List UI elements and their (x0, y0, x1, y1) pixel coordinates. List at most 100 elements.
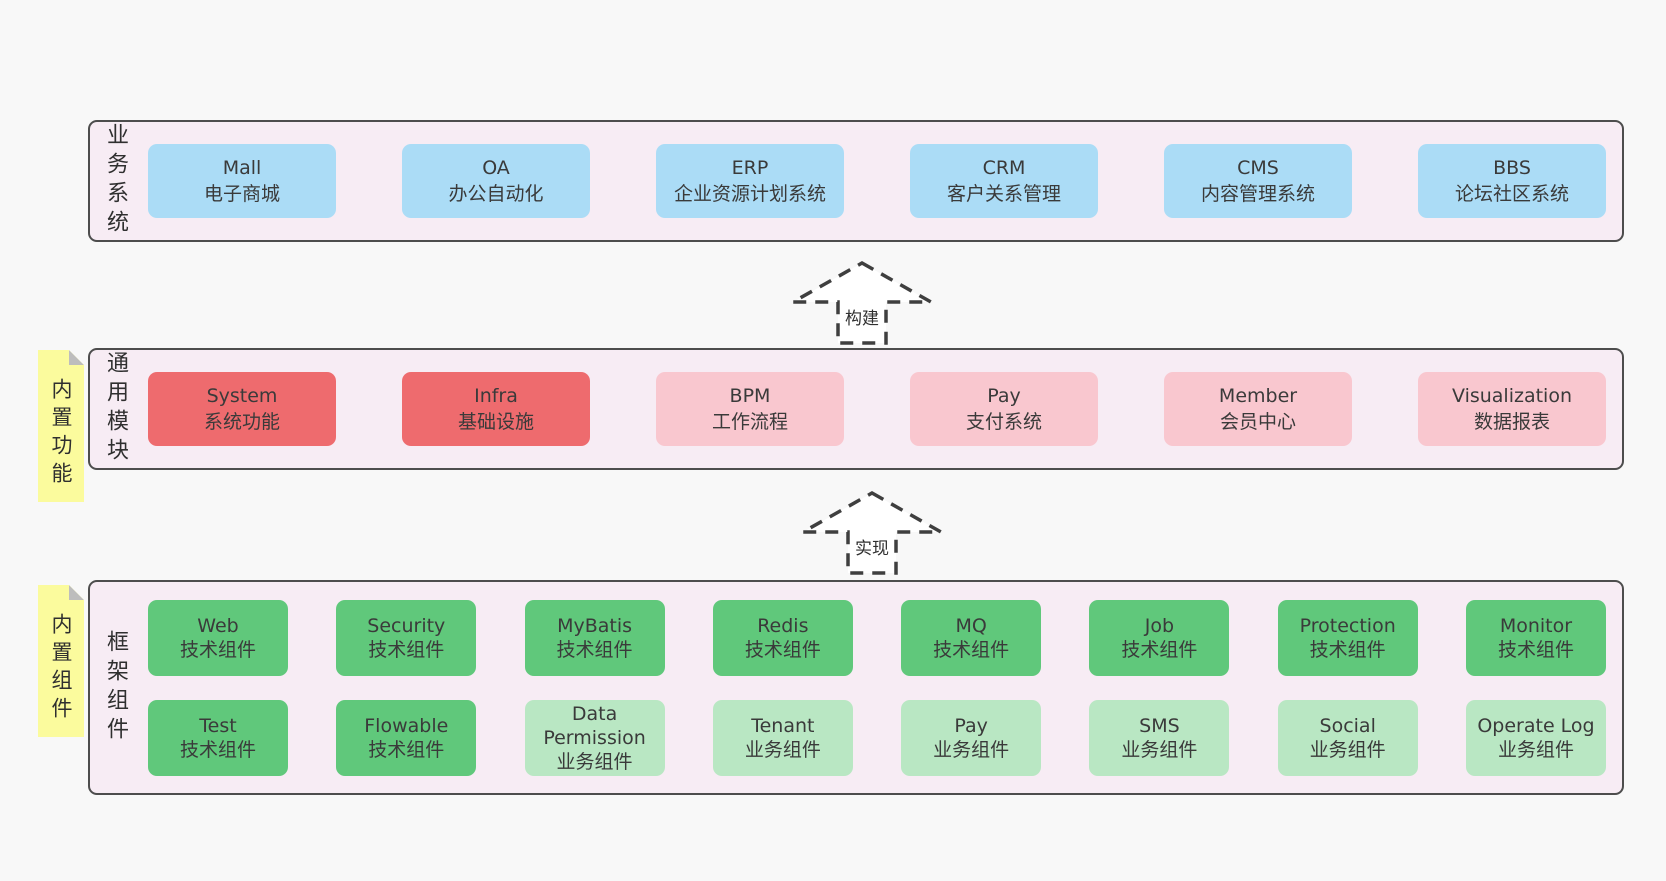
component-title: OA (482, 157, 510, 179)
component-box: ERP 企业资源计划系统 (656, 144, 844, 218)
component-title: Test (199, 714, 237, 737)
folded-corner-icon (69, 585, 84, 600)
component-title: Data Permission (543, 702, 646, 749)
band-label: 通用模块 (103, 351, 128, 467)
component-subtitle: 业务组件 (933, 738, 1010, 761)
component-subtitle: 技术组件 (1121, 638, 1198, 661)
component-subtitle: 技术组件 (1309, 638, 1386, 661)
component-subtitle: 业务组件 (744, 738, 821, 761)
component-title: Protection (1299, 614, 1396, 637)
component-title: Mall (222, 157, 262, 179)
sticky-note-label: 内置组件 (49, 612, 73, 725)
component-title: SMS (1139, 714, 1180, 737)
component-subtitle: 技术组件 (744, 638, 821, 661)
component-box: BBS 论坛社区系统 (1418, 144, 1606, 218)
component-subtitle: 技术组件 (1497, 638, 1574, 661)
component-title: Tenant (751, 714, 815, 737)
component-subtitle: 技术组件 (556, 638, 633, 661)
component-subtitle: 电子商城 (203, 183, 280, 205)
component-title: CMS (1237, 157, 1279, 179)
component-subtitle: 客户关系管理 (946, 183, 1061, 205)
arrow-label: 构建 (842, 304, 882, 329)
component-box: OA 办公自动化 (402, 144, 590, 218)
component-title: Flowable (364, 714, 449, 737)
dashed-up-arrow-icon (790, 260, 934, 345)
component-subtitle: 业务组件 (1497, 738, 1574, 761)
component-title: BBS (1493, 157, 1531, 179)
component-subtitle: 基础设施 (457, 411, 534, 433)
component-title: Member (1218, 385, 1298, 407)
component-title: Redis (757, 614, 809, 637)
component-title: Visualization (1451, 385, 1572, 407)
dashed-up-arrow-icon (800, 490, 944, 575)
folded-corner-icon (69, 350, 84, 365)
arrow-implement: 实现 (800, 490, 944, 576)
band-label: 业务系统 (103, 123, 128, 239)
component-subtitle: 企业资源计划系统 (673, 183, 826, 205)
component-title: Operate Log (1477, 714, 1595, 737)
component-subtitle: 技术组件 (368, 638, 445, 661)
component-title: MyBatis (557, 614, 633, 637)
component-subtitle: 技术组件 (179, 738, 256, 761)
component-title: Job (1144, 614, 1175, 637)
component-title: Web (197, 614, 239, 637)
component-subtitle: 技术组件 (368, 738, 445, 761)
component-box: Pay 支付系统 (910, 372, 1098, 446)
band-label: 框架组件 (103, 629, 128, 746)
sticky-note-built-in-components: 内置组件 (38, 585, 84, 737)
component-box: System 系统功能 (148, 372, 336, 446)
component-subtitle: 办公自动化 (448, 183, 544, 205)
component-subtitle: 技术组件 (933, 638, 1010, 661)
component-subtitle: 数据报表 (1473, 411, 1550, 433)
component-box: Visualization 数据报表 (1418, 372, 1606, 446)
component-title: System (206, 385, 278, 407)
component-title: Pay (954, 714, 988, 737)
component-title: Monitor (1499, 614, 1573, 637)
component-subtitle: 论坛社区系统 (1454, 183, 1569, 205)
component-subtitle: 支付系统 (965, 411, 1042, 433)
component-subtitle: 业务组件 (1121, 738, 1198, 761)
component-title: Pay (987, 385, 1021, 407)
component-title: Security (367, 614, 446, 637)
component-subtitle: 系统功能 (203, 411, 280, 433)
component-subtitle: 业务组件 (1309, 738, 1386, 761)
component-subtitle: 工作流程 (711, 411, 788, 433)
component-subtitle: 会员中心 (1219, 411, 1296, 433)
component-box: CMS 内容管理系统 (1164, 144, 1352, 218)
component-subtitle: 技术组件 (179, 638, 256, 661)
arrow-build: 构建 (790, 260, 934, 346)
component-subtitle: 业务组件 (556, 750, 633, 773)
component-title: Social (1319, 714, 1376, 737)
arrow-label: 实现 (852, 534, 892, 559)
component-title: ERP (731, 157, 769, 179)
component-subtitle: 内容管理系统 (1200, 183, 1315, 205)
sticky-note-label: 内置功能 (49, 377, 73, 490)
